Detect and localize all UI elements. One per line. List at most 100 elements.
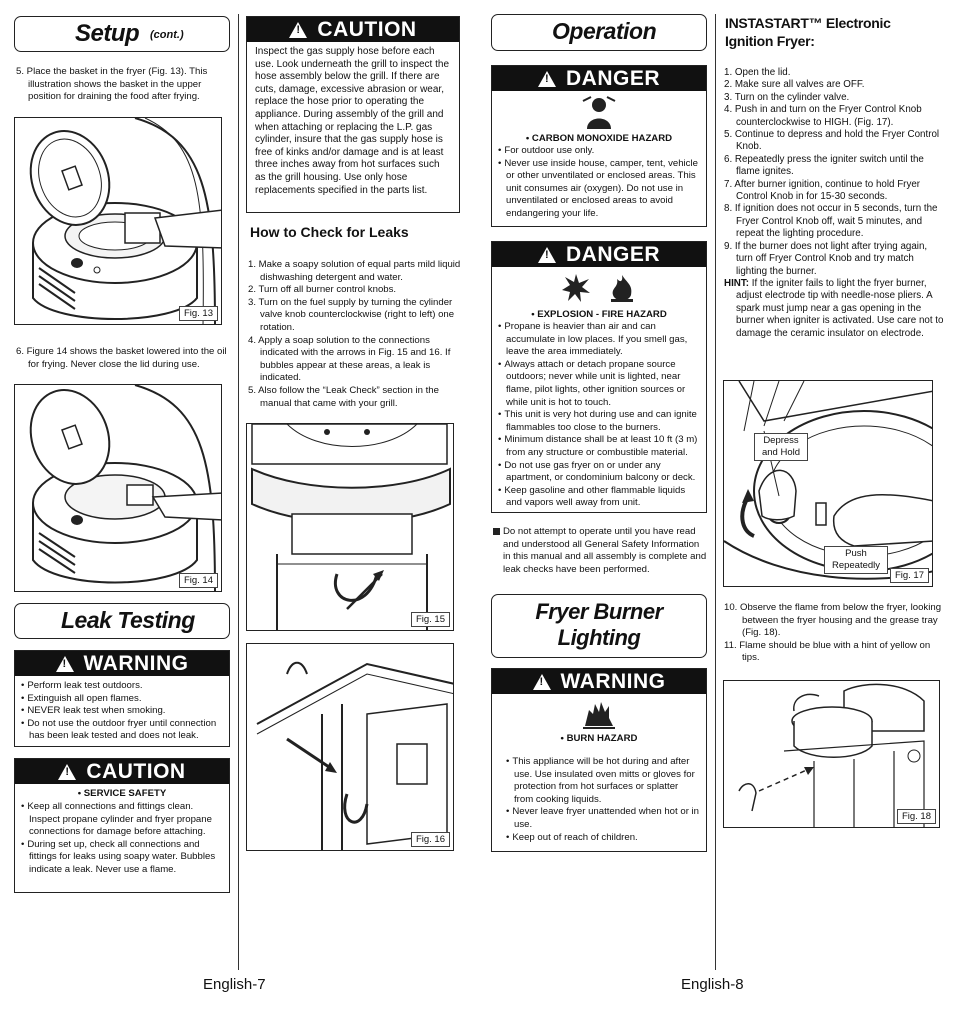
burn-hand-icon bbox=[583, 702, 615, 729]
caution-panel-hose: CAUTION Inspect the gas supply hose befo… bbox=[246, 16, 460, 213]
notice-text: Do not attempt to operate until you have… bbox=[503, 526, 707, 575]
push-repeatedly-callout: Push Repeatedly bbox=[824, 546, 888, 574]
list-item: NEVER leak test when smoking. bbox=[21, 705, 223, 718]
list-item: 3. Turn on the fuel supply by turning th… bbox=[248, 296, 455, 333]
setup-title: Setup bbox=[75, 20, 140, 47]
fryer-basket-raised-illustration bbox=[29, 118, 221, 324]
list-item: Propane is heavier than air and can accu… bbox=[498, 321, 700, 359]
list-item: Keep gasoline and other flammable liquid… bbox=[498, 485, 700, 510]
list-item: 2. Make sure all valves are OFF. bbox=[724, 79, 865, 91]
list-item: This appliance will be hot during and af… bbox=[506, 756, 700, 806]
fig18-label: Fig. 18 bbox=[896, 809, 936, 824]
hint-text: If the igniter fails to light the fryer … bbox=[736, 277, 944, 339]
check-leaks-title: How to Check for Leaks bbox=[250, 224, 409, 240]
list-item: 7. After burner ignition, continue to ho… bbox=[724, 178, 921, 203]
warning-panel-leak: WARNING Perform leak test outdoors. Exti… bbox=[14, 650, 230, 747]
list-item: Do not use the outdoor fryer until conne… bbox=[21, 718, 223, 743]
caution-header: CAUTION bbox=[15, 759, 229, 784]
warning-burn-list: This appliance will be hot during and af… bbox=[492, 756, 706, 844]
figure-16: Fig. 16 bbox=[246, 643, 454, 851]
list-item: For outdoor use only. bbox=[498, 145, 700, 158]
danger-header-2: DANGER bbox=[492, 242, 706, 267]
leak-testing-title: Leak Testing bbox=[61, 607, 195, 633]
setup-cont: (cont.) bbox=[150, 29, 184, 41]
operation-title: Operation bbox=[552, 18, 657, 44]
column-divider bbox=[238, 14, 239, 970]
operate-notice: Do not attempt to operate until you have… bbox=[493, 526, 707, 576]
hose-inspection-text: Inspect the gas supply hose before each … bbox=[255, 46, 450, 196]
warning-header: WARNING bbox=[15, 651, 229, 676]
danger-panel-co: DANGER • CARBON MONOXIDE HAZARD For outd… bbox=[491, 65, 707, 227]
list-item: 11. Flame should be blue with a hint of … bbox=[724, 639, 931, 664]
danger-header: DANGER bbox=[492, 66, 706, 91]
danger-triangle-icon bbox=[537, 246, 556, 263]
list-item: 4. Apply a soap solution to the connecti… bbox=[248, 334, 451, 384]
burn-hazard-label: • BURN HAZARD bbox=[560, 733, 638, 744]
list-item: 4. Push in and turn on the Fryer Control… bbox=[724, 104, 922, 128]
fryer-lighting-title-line2: Lighting bbox=[557, 625, 641, 650]
list-item: 6. Repeatedly press the igniter switch u… bbox=[724, 153, 924, 178]
fig16-label: Fig. 16 bbox=[410, 832, 450, 847]
list-item: Minimum distance shall be at least 10 ft… bbox=[498, 434, 700, 459]
fig13-label: Fig. 13 bbox=[178, 306, 218, 321]
leak-testing-title-box: Leak Testing bbox=[14, 603, 230, 639]
list-item: 8. If ignition does not occur in 5 secon… bbox=[724, 203, 938, 240]
warning-header-2: WARNING bbox=[492, 669, 706, 694]
danger-triangle-icon bbox=[537, 70, 556, 87]
warning-triangle-icon bbox=[55, 655, 74, 672]
grill-leak-check-illustration bbox=[251, 424, 451, 630]
list-item: Extinguish all open flames. bbox=[21, 693, 223, 706]
list-item: This unit is very hot during use and can… bbox=[498, 409, 700, 434]
warning-list: Perform leak test outdoors. Extinguish a… bbox=[15, 676, 229, 743]
list-item: 5. Continue to depress and hold the Frye… bbox=[724, 129, 940, 153]
fryer-lighting-title-line1: Fryer Burner bbox=[535, 599, 663, 624]
list-item: 1. Make a soapy solution of equal parts … bbox=[248, 259, 461, 283]
page-divider bbox=[715, 14, 716, 970]
caution-panel-service: CAUTION • SERVICE SAFETY Keep all connec… bbox=[14, 758, 230, 893]
list-item: 2. Turn off all burner control knobs. bbox=[248, 284, 397, 296]
danger-co-list: For outdoor use only. Never use inside h… bbox=[492, 144, 706, 221]
hint-label: HINT: bbox=[724, 277, 750, 289]
list-item: Do not use gas fryer on or under any apa… bbox=[498, 460, 700, 485]
danger-panel-explosion: DANGER • EXPLOSION - FIRE HAZARD Propane… bbox=[491, 241, 707, 513]
instastart-steps: 1. Open the lid. 2. Make sure all valves… bbox=[724, 67, 944, 340]
list-item: 9. If the burner does not light after tr… bbox=[724, 240, 928, 277]
square-bullet-icon bbox=[493, 528, 500, 535]
fire-icon bbox=[611, 275, 634, 302]
fryer-lighting-title-box: Fryer Burner Lighting bbox=[491, 594, 707, 658]
footer-english-8: English-8 bbox=[681, 976, 744, 993]
figure-13: Fig. 13 bbox=[14, 117, 222, 325]
operation-title-box: Operation bbox=[491, 14, 707, 51]
co-hazard-label: • CARBON MONOXIDE HAZARD bbox=[525, 133, 673, 144]
list-item: Keep out of reach of children. bbox=[506, 832, 700, 845]
setup-title-box: Setup (cont.) bbox=[14, 16, 230, 52]
list-item: Never use inside house, camper, tent, ve… bbox=[498, 158, 700, 221]
service-safety-label: • SERVICE SAFETY bbox=[77, 788, 167, 799]
hint-paragraph: HINT: If the igniter fails to light the … bbox=[724, 278, 944, 340]
danger-explosion-list: Propane is heavier than air and can accu… bbox=[492, 320, 706, 510]
list-item: Perform leak test outdoors. bbox=[21, 680, 223, 693]
figure-17: Depress and Hold Push Repeatedly Fig. 17 bbox=[723, 380, 933, 587]
fig14-label: Fig. 14 bbox=[178, 573, 218, 588]
caution-triangle-icon bbox=[58, 763, 77, 780]
flame-observation-illustration bbox=[738, 683, 925, 827]
footer-english-7: English-7 bbox=[203, 976, 266, 993]
igniter-knob-illustration bbox=[724, 381, 932, 580]
setup-step-5: 5. Place the basket in the fryer (Fig. 1… bbox=[16, 66, 208, 103]
caution-list: Keep all connections and fittings clean.… bbox=[15, 799, 229, 877]
fig17-label: Fig. 17 bbox=[889, 568, 929, 583]
carbon-monoxide-person-icon bbox=[582, 96, 616, 129]
list-item: 10. Observe the flame from below the fry… bbox=[724, 602, 942, 639]
fryer-basket-lowered-illustration bbox=[29, 385, 221, 591]
list-item: 3. Turn on the cylinder valve. bbox=[724, 91, 850, 103]
explosion-hazard-label: • EXPLOSION - FIRE HAZARD bbox=[531, 309, 667, 320]
figure-14: Fig. 14 bbox=[14, 384, 222, 592]
list-item: Never leave fryer unattended when hot or… bbox=[506, 806, 700, 831]
warning-panel-burn: WARNING • BURN HAZARD This appliance wil… bbox=[491, 668, 707, 852]
list-item: 5. Also follow the “Leak Check” section … bbox=[248, 384, 439, 409]
list-item: Always attach or detach propane source o… bbox=[498, 359, 700, 409]
caution-triangle-icon bbox=[289, 21, 308, 38]
list-item: Keep all connections and fittings clean.… bbox=[21, 801, 223, 839]
grill-cart-leak-check-illustration bbox=[256, 661, 453, 850]
explosion-icon bbox=[561, 274, 590, 302]
